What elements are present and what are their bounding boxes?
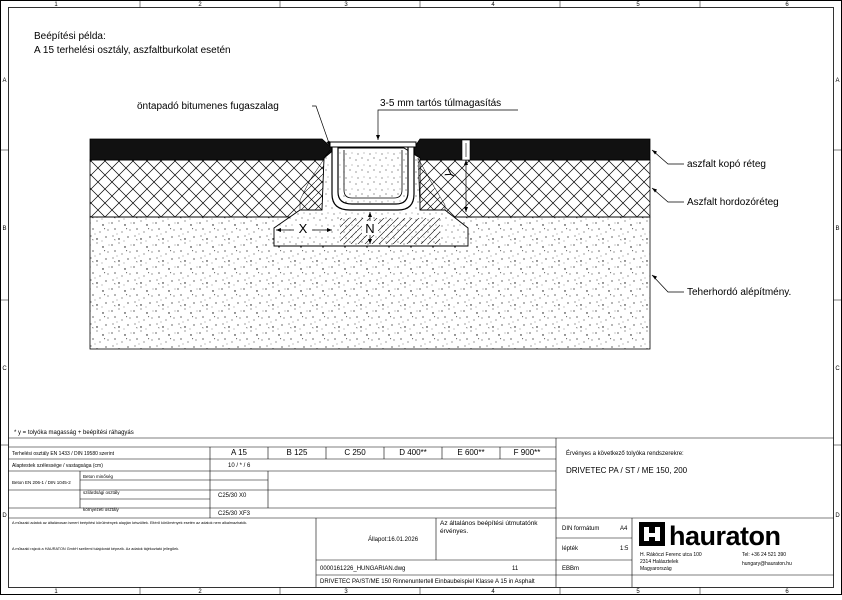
dims-label: Alaptestek szélessége / vastagsága (cm) xyxy=(12,463,103,469)
row-marker-right: D xyxy=(835,513,840,519)
concrete-strength-label: szilárdsági osztály xyxy=(83,490,120,495)
status-label: Állapot: xyxy=(368,536,388,543)
col-marker-bottom: 2 xyxy=(198,589,202,595)
wear-layer-right xyxy=(413,138,651,161)
format-label: DIN formátum xyxy=(562,526,599,532)
format-value: A4 xyxy=(620,526,628,532)
row-marker-right: A xyxy=(835,78,839,84)
wear-layer-left xyxy=(89,138,333,161)
address-line-1: H. Rákóczi Ferenc utca 100 xyxy=(640,552,702,558)
col-marker-top: 2 xyxy=(198,2,202,8)
footnote: * y = tolyóka magasság + beépítési ráhag… xyxy=(14,430,134,436)
col-marker-bottom: 3 xyxy=(344,589,348,595)
col-marker-bottom: 6 xyxy=(785,589,789,595)
general-note: Az általános beépítési útmutatónk érvény… xyxy=(440,520,538,535)
row-markers: A B C D A B C D xyxy=(0,78,842,519)
applies-value: DRIVETEC PA / ST / ME 150, 200 xyxy=(566,466,688,475)
load-class-e600: E 600** xyxy=(457,448,484,457)
row-marker-left: A xyxy=(2,78,6,84)
inner-frame xyxy=(8,7,834,588)
col-marker-top: 1 xyxy=(54,2,58,8)
load-class-f900: F 900** xyxy=(514,448,541,457)
applies-label: Érvényes a következő tolyóka rendszerekr… xyxy=(566,450,684,457)
row-marker-left: B xyxy=(2,226,6,232)
legal-note-2: A műszaki rajzok a HAURATON GmbH szellem… xyxy=(12,547,179,551)
col-marker-top: 3 xyxy=(344,2,348,8)
col-marker-bottom: 5 xyxy=(636,589,640,595)
concrete-value-2: C25/30 XF3 xyxy=(218,511,251,517)
file-name: 0000161226_HUNGARIAN.dwg xyxy=(320,566,405,572)
drawing-subtitle: A 15 terhelési osztály, aszfaltburkolat … xyxy=(34,45,231,56)
scale-value: 1:5 xyxy=(620,546,629,552)
dimension-n: N xyxy=(365,221,374,236)
joint-fill-right xyxy=(417,157,446,211)
cross-section: X N Y xyxy=(89,138,651,350)
dimension-x: X xyxy=(299,221,308,236)
column-markers: 1 2 3 4 5 6 1 2 3 4 5 6 xyxy=(54,0,789,595)
col-marker-bottom: 1 xyxy=(54,589,58,595)
col-marker-top: 4 xyxy=(491,2,495,8)
load-class-a15: A 15 xyxy=(231,448,248,457)
address-line-3: Magyarország xyxy=(640,566,672,572)
concrete-left-label: Beton EN 206-1 / DIN 1045-2 xyxy=(12,480,71,485)
status-date: 16.01.2026 xyxy=(388,537,419,543)
load-class-label: Terhelési osztály EN 1433 / DIN 19580 sz… xyxy=(12,451,115,457)
row-marker-left: D xyxy=(2,513,7,519)
load-class-d400: D 400** xyxy=(399,448,427,457)
callout-joint-tape: öntapadó bitumenes fugaszalag xyxy=(137,101,279,112)
phone: Tel: +36 24 521 390 xyxy=(742,552,786,558)
concrete-value-1: C25/30 X0 xyxy=(218,493,247,499)
callout-height: 3-5 mm tartós túlmagasítás xyxy=(380,98,501,109)
row-marker-left: C xyxy=(2,366,7,372)
brand-name: hauraton xyxy=(669,521,781,551)
channel-grate xyxy=(329,141,417,148)
scale-label: lépték xyxy=(562,546,579,552)
legal-note-1: A műszaki adatok az általánosan ismert b… xyxy=(12,521,247,525)
callout-base-layer: Aszfalt hordozóréteg xyxy=(687,197,779,208)
email-address: hungary@hauraton.hu xyxy=(742,561,792,567)
dims-value: 10 / * / 6 xyxy=(228,463,251,469)
col-marker-bottom: 4 xyxy=(491,589,495,595)
load-class-c250: C 250 xyxy=(344,448,366,457)
title-block xyxy=(8,437,834,587)
general-note-box: Az általános beépítési útmutatónk érvény… xyxy=(440,520,538,535)
drawn-by: EBBm xyxy=(562,566,579,572)
drawing-caption: DRIVETEC PA/ST/ME 150 Rinnenuntertell Ei… xyxy=(320,579,535,585)
concrete-label: Beton minőség xyxy=(83,474,114,479)
drawing-title: Beépítési példa: xyxy=(34,31,106,42)
col-marker-top: 6 xyxy=(785,2,789,8)
callout-subbase: Teherhordó alépítmény. xyxy=(687,287,791,298)
row-marker-right: C xyxy=(835,366,840,372)
address-line-2: 2314 Halásztelek xyxy=(640,559,679,565)
load-class-b125: B 125 xyxy=(287,448,308,457)
callout-wear-layer: aszfalt kopó réteg xyxy=(687,159,766,170)
concrete-exposure-label: környezeti osztály xyxy=(83,507,120,512)
channel-inner-wall xyxy=(343,150,403,199)
col-marker-top: 5 xyxy=(636,2,640,8)
row-marker-right: B xyxy=(835,226,839,232)
hauraton-logo: hauraton xyxy=(639,521,781,551)
sheet-number: 11 xyxy=(512,566,519,572)
joint-fill-left xyxy=(299,149,331,211)
